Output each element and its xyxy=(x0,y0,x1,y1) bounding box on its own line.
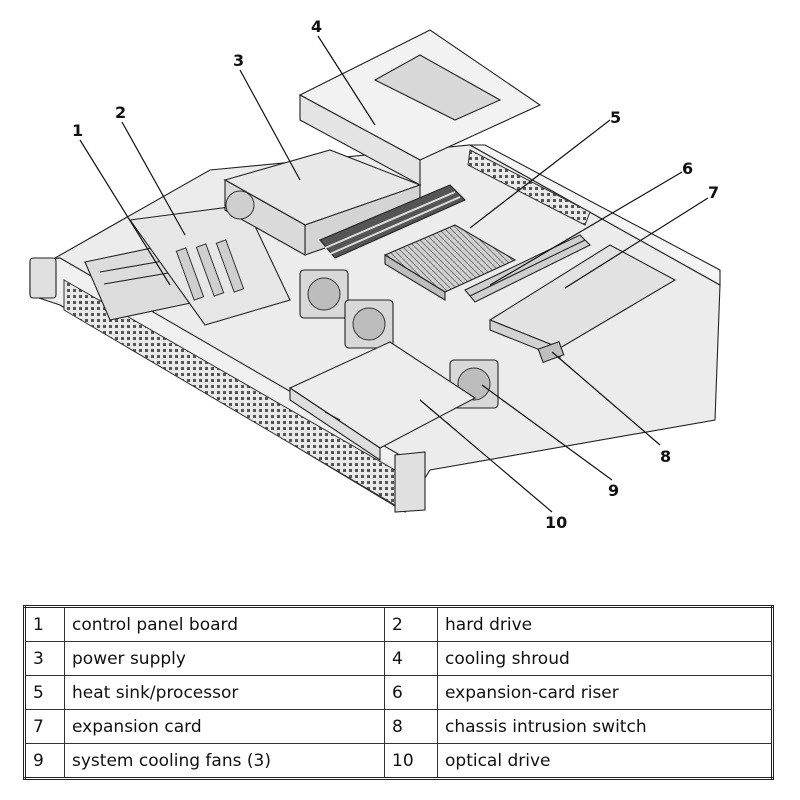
leader-line-7 xyxy=(564,197,709,289)
side-vent-strip xyxy=(467,149,591,226)
legend-row: 3 power supply 4 cooling shroud xyxy=(24,641,773,676)
chassis-intrusion-switch xyxy=(537,340,565,364)
leader-line-9 xyxy=(481,384,613,481)
callout-number-8: 8 xyxy=(660,447,671,466)
legend-row: 7 expansion card 8 chassis intrusion swi… xyxy=(24,709,773,744)
callout-number-9: 9 xyxy=(608,481,619,500)
legend-number: 2 xyxy=(384,606,438,642)
callout-number-7: 7 xyxy=(708,183,719,202)
leader-line-5 xyxy=(469,119,611,229)
callout-number-10: 10 xyxy=(545,513,567,532)
legend-label: power supply xyxy=(64,641,385,676)
server-chassis-diagram: 1 2 3 4 5 6 7 8 9 10 xyxy=(29,17,721,532)
callout-number-2: 2 xyxy=(115,103,126,122)
callout-number-4: 4 xyxy=(311,17,322,36)
legend-number: 9 xyxy=(24,743,65,779)
leader-line-1 xyxy=(79,139,171,286)
legend-row: 5 heat sink/processor 6 expansion-card r… xyxy=(24,675,773,710)
legend-label: heat sink/processor xyxy=(64,675,385,710)
legend-label: system cooling fans (3) xyxy=(64,743,385,779)
legend-number: 8 xyxy=(384,709,438,744)
callout-number-3: 3 xyxy=(233,51,244,70)
legend-row: 9 system cooling fans (3) 10 optical dri… xyxy=(24,743,773,779)
legend-label: expansion-card riser xyxy=(437,675,773,710)
legend-number: 3 xyxy=(24,641,65,676)
legend-number: 1 xyxy=(24,606,65,642)
legend-label: optical drive xyxy=(437,743,773,779)
leader-line-8 xyxy=(551,351,661,446)
callout-number-6: 6 xyxy=(682,159,693,178)
callout-number-5: 5 xyxy=(610,108,621,127)
legend-label: chassis intrusion switch xyxy=(437,709,773,744)
leader-line-4 xyxy=(317,35,376,126)
legend-label: expansion card xyxy=(64,709,385,744)
legend-label: hard drive xyxy=(437,606,773,642)
leader-line-3 xyxy=(239,69,301,181)
front-right-handle xyxy=(394,451,426,513)
leader-line-2 xyxy=(121,121,186,236)
legend-number: 10 xyxy=(384,743,438,779)
leader-line-10 xyxy=(419,399,553,513)
legend-number: 4 xyxy=(384,641,438,676)
callout-number-1: 1 xyxy=(72,121,83,140)
legend-label: cooling shroud xyxy=(437,641,773,676)
legend-number: 6 xyxy=(384,675,438,710)
front-left-handle xyxy=(29,257,57,299)
legend-table: 1 control panel board 2 hard drive 3 pow… xyxy=(23,605,774,780)
legend-number: 5 xyxy=(24,675,65,710)
legend-label: control panel board xyxy=(64,606,385,642)
leader-line-6 xyxy=(489,171,683,286)
legend-row: 1 control panel board 2 hard drive xyxy=(24,606,773,642)
legend-number: 7 xyxy=(24,709,65,744)
